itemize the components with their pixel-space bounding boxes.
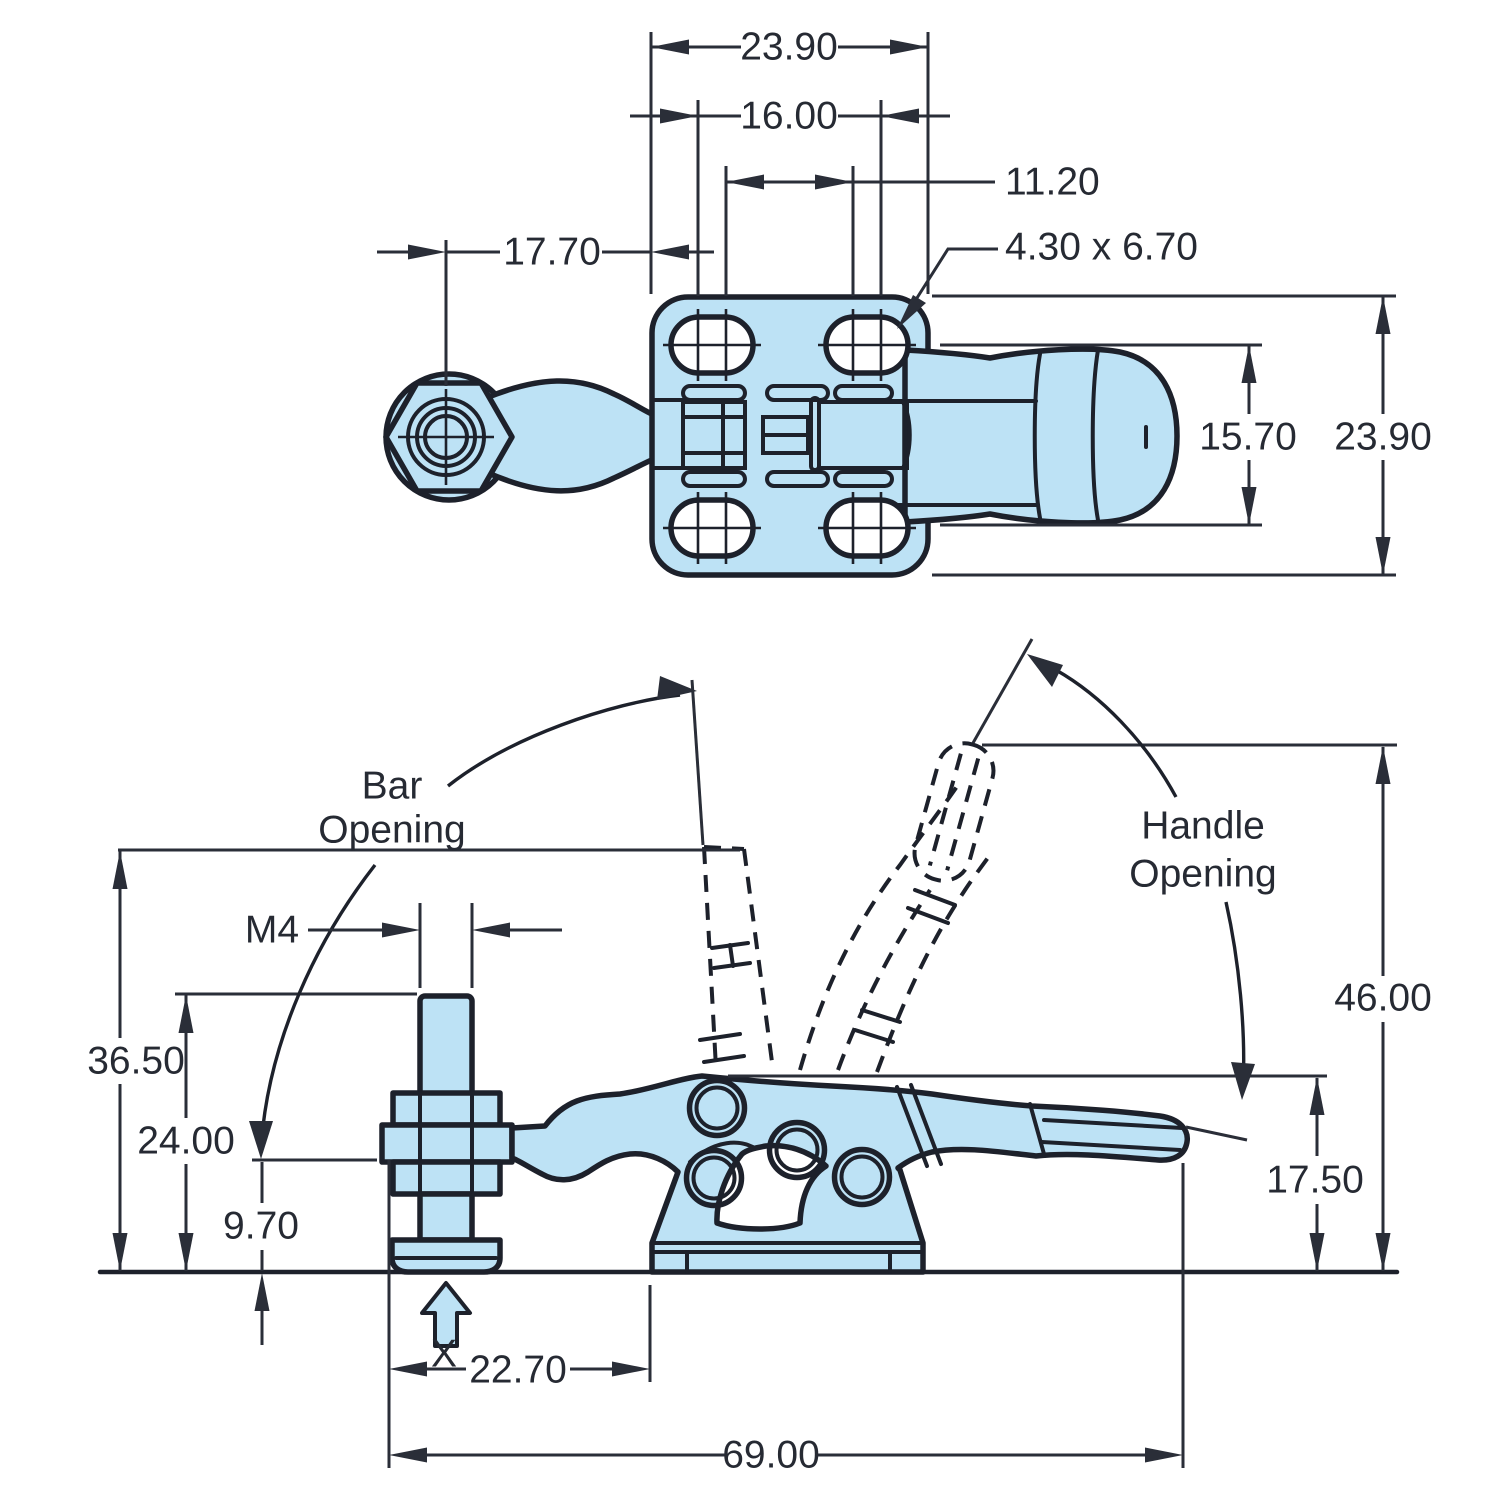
dim-closed-height-label: 17.50: [1266, 1159, 1364, 1202]
top-view: 23.90 16.00 11.20 4.30 x 6.70: [377, 26, 1432, 578]
grip-segment-line: [1090, 348, 1100, 522]
bar-opening-label-line2: Opening: [318, 809, 465, 852]
bar-eye-block: [379, 1122, 515, 1165]
clamp-body-and-handle: [509, 1073, 1190, 1275]
side-view: Bar Opening Handle Opening M4: [87, 638, 1432, 1477]
dim-hole-span-outer: 16.00: [630, 95, 950, 138]
spindle-assembly: [379, 993, 515, 1275]
dim-plate-height: 23.90: [1334, 296, 1432, 575]
dim-thread-label: M4: [245, 909, 299, 952]
dim-thread: M4: [245, 903, 562, 988]
dim-spindle-to-base-label: 22.70: [469, 1349, 567, 1392]
handle-details: [895, 1083, 1184, 1168]
dashed-open-bar: [698, 845, 774, 1069]
dim-overall-width-label: 23.90: [740, 26, 838, 69]
dim-open-bar-height-label: 36.50: [87, 1040, 185, 1083]
top-view-dimensions: 23.90 16.00 11.20 4.30 x 6.70: [377, 26, 1432, 577]
bar-opening-label-line1: Bar: [362, 765, 423, 808]
dim-grip-width: 15.70: [1199, 345, 1297, 525]
dim-spindle-to-base: 22.70: [389, 1349, 650, 1392]
dim-hole-span-inner: 11.20: [726, 161, 1100, 204]
dim-open-handle-height-label: 46.00: [1334, 977, 1432, 1020]
dim-open-handle-height: 46.00: [1334, 746, 1432, 1271]
dim-hole-span-inner-label: 11.20: [1005, 161, 1100, 204]
dim-spindle-offset: 17.70: [377, 231, 714, 274]
dim-slot-size-label: 4.30 x 6.70: [1005, 226, 1198, 269]
dim-bar-underside-height-label: 9.70: [223, 1205, 299, 1248]
dim-slot-size: 4.30 x 6.70: [897, 226, 1198, 329]
spindle-shaft-upper: [417, 993, 475, 1099]
hex-nut-upper: [390, 1090, 503, 1128]
dim-spindle-top-height: 24.00: [137, 995, 235, 1271]
dim-grip-width-label: 15.70: [1199, 416, 1297, 459]
side-view-dimensions: M4 36.50 24.00 9.70 X: [87, 746, 1432, 1477]
handle-opening-label-line1: Handle: [1141, 805, 1265, 848]
dim-overall-length-label: 69.00: [722, 1434, 820, 1477]
spindle-shaft-lower: [417, 1191, 475, 1243]
dim-hole-span-outer-label: 16.00: [740, 95, 838, 138]
reference-lines: [118, 638, 1397, 1468]
dashed-open-handle: [798, 741, 996, 1073]
dim-bar-underside-height: 9.70: [223, 1162, 299, 1345]
handle-opening-annotation: Handle Opening: [1027, 654, 1277, 1100]
hole-center-lines: [663, 309, 916, 564]
linkage-mechanism: [650, 384, 912, 488]
dim-closed-height: 17.50: [1266, 1077, 1364, 1271]
bar-opening-annotation: Bar Opening: [249, 676, 697, 1159]
dim-overall-length: 69.00: [389, 1434, 1183, 1477]
dim-open-bar-height: 36.50: [87, 851, 185, 1271]
dim-spindle-top-height-label: 24.00: [137, 1120, 235, 1163]
hex-nut-lower: [390, 1159, 503, 1197]
grip-segment-line: [1032, 352, 1042, 520]
dim-spindle-offset-label: 17.70: [503, 231, 601, 274]
dim-plate-height-label: 23.90: [1334, 416, 1432, 459]
clamping-force-arrow: [420, 1281, 472, 1348]
hex-nut-top-view: [383, 380, 515, 494]
linkage-arch-cutout: [714, 1142, 829, 1232]
dim-overall-width: 23.90: [651, 26, 928, 69]
handle-grip-top-view: [902, 346, 1180, 526]
rivets: [683, 1077, 893, 1209]
handle-opening-label-line2: Opening: [1129, 853, 1276, 896]
mounting-holes: [663, 309, 916, 564]
